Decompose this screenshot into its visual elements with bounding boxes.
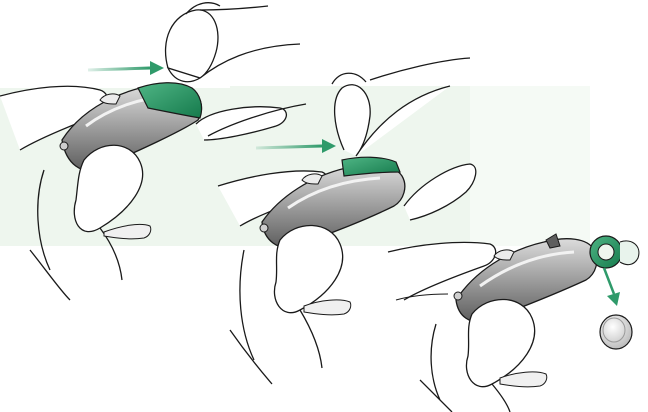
step-1-push-arrowhead bbox=[150, 61, 164, 75]
step-2-thumb-upper bbox=[332, 58, 470, 84]
step-3-microphone bbox=[454, 292, 462, 300]
step-2-push-arrow bbox=[256, 146, 322, 148]
battery-icon bbox=[600, 315, 632, 349]
step-2-microphone bbox=[260, 224, 268, 232]
step-1-thumb bbox=[166, 10, 300, 82]
step-1-microphone bbox=[60, 142, 68, 150]
step-1-push-arrow bbox=[88, 68, 150, 70]
step-3-program-button bbox=[494, 250, 514, 260]
step-3-battery-door-hinge bbox=[620, 241, 639, 265]
step-3-panel bbox=[388, 234, 639, 412]
step-3-remove-arrowhead bbox=[607, 292, 620, 306]
background-band-right bbox=[470, 86, 590, 246]
step-3-remove-arrow bbox=[604, 268, 614, 294]
step-3-battery-door-hole bbox=[598, 244, 614, 260]
